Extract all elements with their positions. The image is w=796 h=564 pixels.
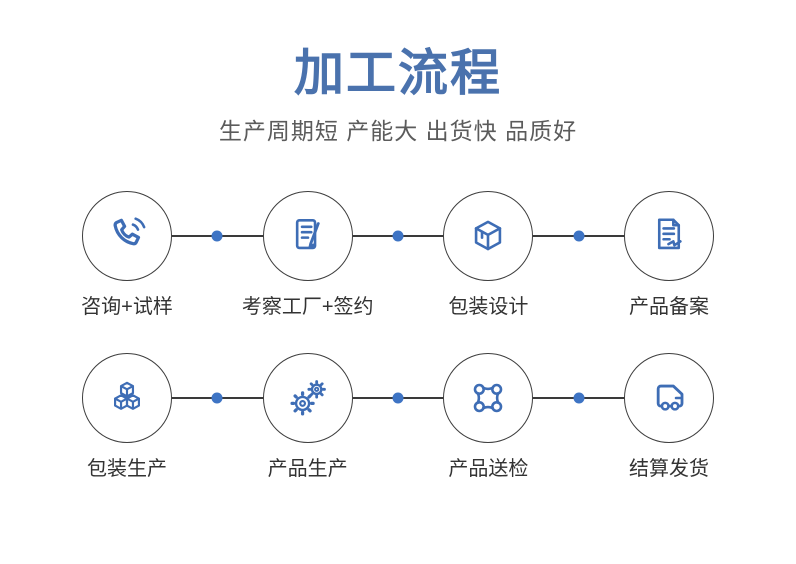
step-label: 产品送检 bbox=[448, 457, 529, 480]
package-box-icon bbox=[475, 220, 502, 250]
process-flow-infographic: 加工流程 生产周期短 产能大 出货快 品质好 咨询+试样 bbox=[0, 46, 796, 564]
step-circle bbox=[443, 190, 534, 281]
connector-dot bbox=[211, 392, 223, 404]
connector-line bbox=[352, 230, 444, 242]
gears-icon bbox=[290, 379, 326, 416]
connector-line bbox=[533, 392, 625, 404]
flow-row-1: 咨询+试样 考察工厂+签约 bbox=[0, 190, 796, 318]
connector-line bbox=[352, 392, 444, 404]
page-title: 加工流程 bbox=[294, 45, 502, 101]
step-circle bbox=[624, 190, 715, 281]
connector-line bbox=[533, 230, 625, 242]
cubes-icon bbox=[114, 381, 140, 410]
step-settlement-shipping: 结算发货 bbox=[624, 352, 715, 480]
connector-dot bbox=[392, 230, 404, 242]
flow-row-2: 包装生产 bbox=[0, 352, 796, 480]
step-label: 考察工厂+签约 bbox=[241, 295, 374, 318]
step-label: 包装生产 bbox=[87, 457, 167, 480]
connector-line bbox=[172, 230, 263, 242]
page-subtitle: 生产周期短 产能大 出货快 品质好 bbox=[218, 118, 578, 144]
step-label: 产品生产 bbox=[267, 457, 348, 480]
step-label: 包装设计 bbox=[448, 295, 529, 318]
step-factory-contract: 考察工厂+签约 bbox=[242, 190, 374, 318]
step-circle bbox=[262, 352, 353, 443]
connector-dot bbox=[211, 230, 223, 242]
step-circle bbox=[443, 352, 534, 443]
step-circle bbox=[82, 190, 172, 281]
connector-dot bbox=[573, 230, 585, 242]
document-record-icon bbox=[657, 218, 682, 249]
step-product-record: 产品备案 bbox=[624, 190, 715, 318]
step-circle bbox=[82, 352, 172, 443]
step-label: 咨询+试样 bbox=[81, 295, 173, 318]
step-circle bbox=[262, 190, 353, 281]
header: 加工流程 生产周期短 产能大 出货快 品质好 bbox=[0, 46, 796, 146]
step-package-production: 包装生产 bbox=[82, 352, 172, 480]
step-product-inspection: 产品送检 bbox=[443, 352, 534, 480]
connector-dot bbox=[392, 392, 404, 404]
step-consult-sample: 咨询+试样 bbox=[81, 190, 173, 318]
step-circle bbox=[624, 352, 715, 443]
step-label: 产品备案 bbox=[629, 295, 710, 318]
truck-icon bbox=[656, 384, 684, 411]
contract-sign-icon bbox=[295, 218, 320, 249]
step-package-design: 包装设计 bbox=[443, 190, 534, 318]
inspection-network-icon bbox=[474, 383, 503, 412]
connector-dot bbox=[573, 392, 585, 404]
connector-line bbox=[172, 392, 263, 404]
step-label: 结算发货 bbox=[629, 457, 710, 480]
phone-icon bbox=[113, 216, 146, 245]
step-product-production: 产品生产 bbox=[262, 352, 353, 480]
flow-rows: 咨询+试样 考察工厂+签约 bbox=[0, 190, 796, 480]
